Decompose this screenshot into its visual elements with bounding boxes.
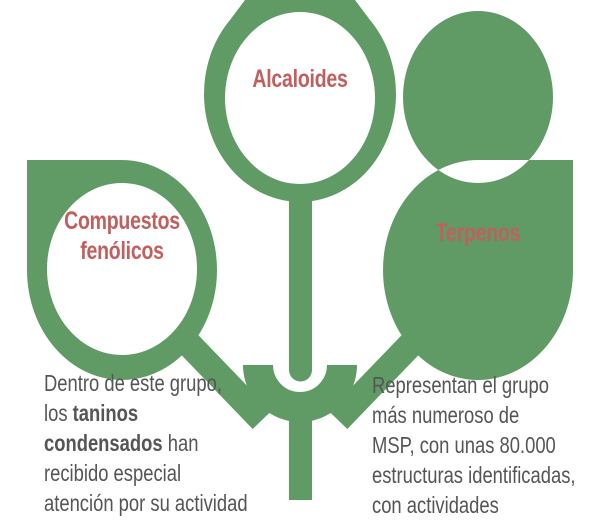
right-node-ring [383, 11, 573, 380]
plant-diagram [27, 0, 573, 500]
node-label-alcaloides: Alcaloides [252, 65, 348, 93]
node-label-terpenos: Terpenos [435, 219, 521, 247]
center-node-ring [204, 0, 396, 202]
left-description: Dentro de este grupo, los taninos conden… [44, 370, 248, 516]
left-branch [175, 330, 272, 430]
left-node-ring [27, 160, 217, 380]
right-branch [328, 330, 425, 430]
trunk [289, 400, 312, 500]
node-label-compuestos-fenolicos: Compuestos fenólicos [64, 207, 180, 265]
right-description: Representan el grupo más numeroso de MSP… [372, 372, 576, 518]
branch-bowl [243, 364, 357, 422]
